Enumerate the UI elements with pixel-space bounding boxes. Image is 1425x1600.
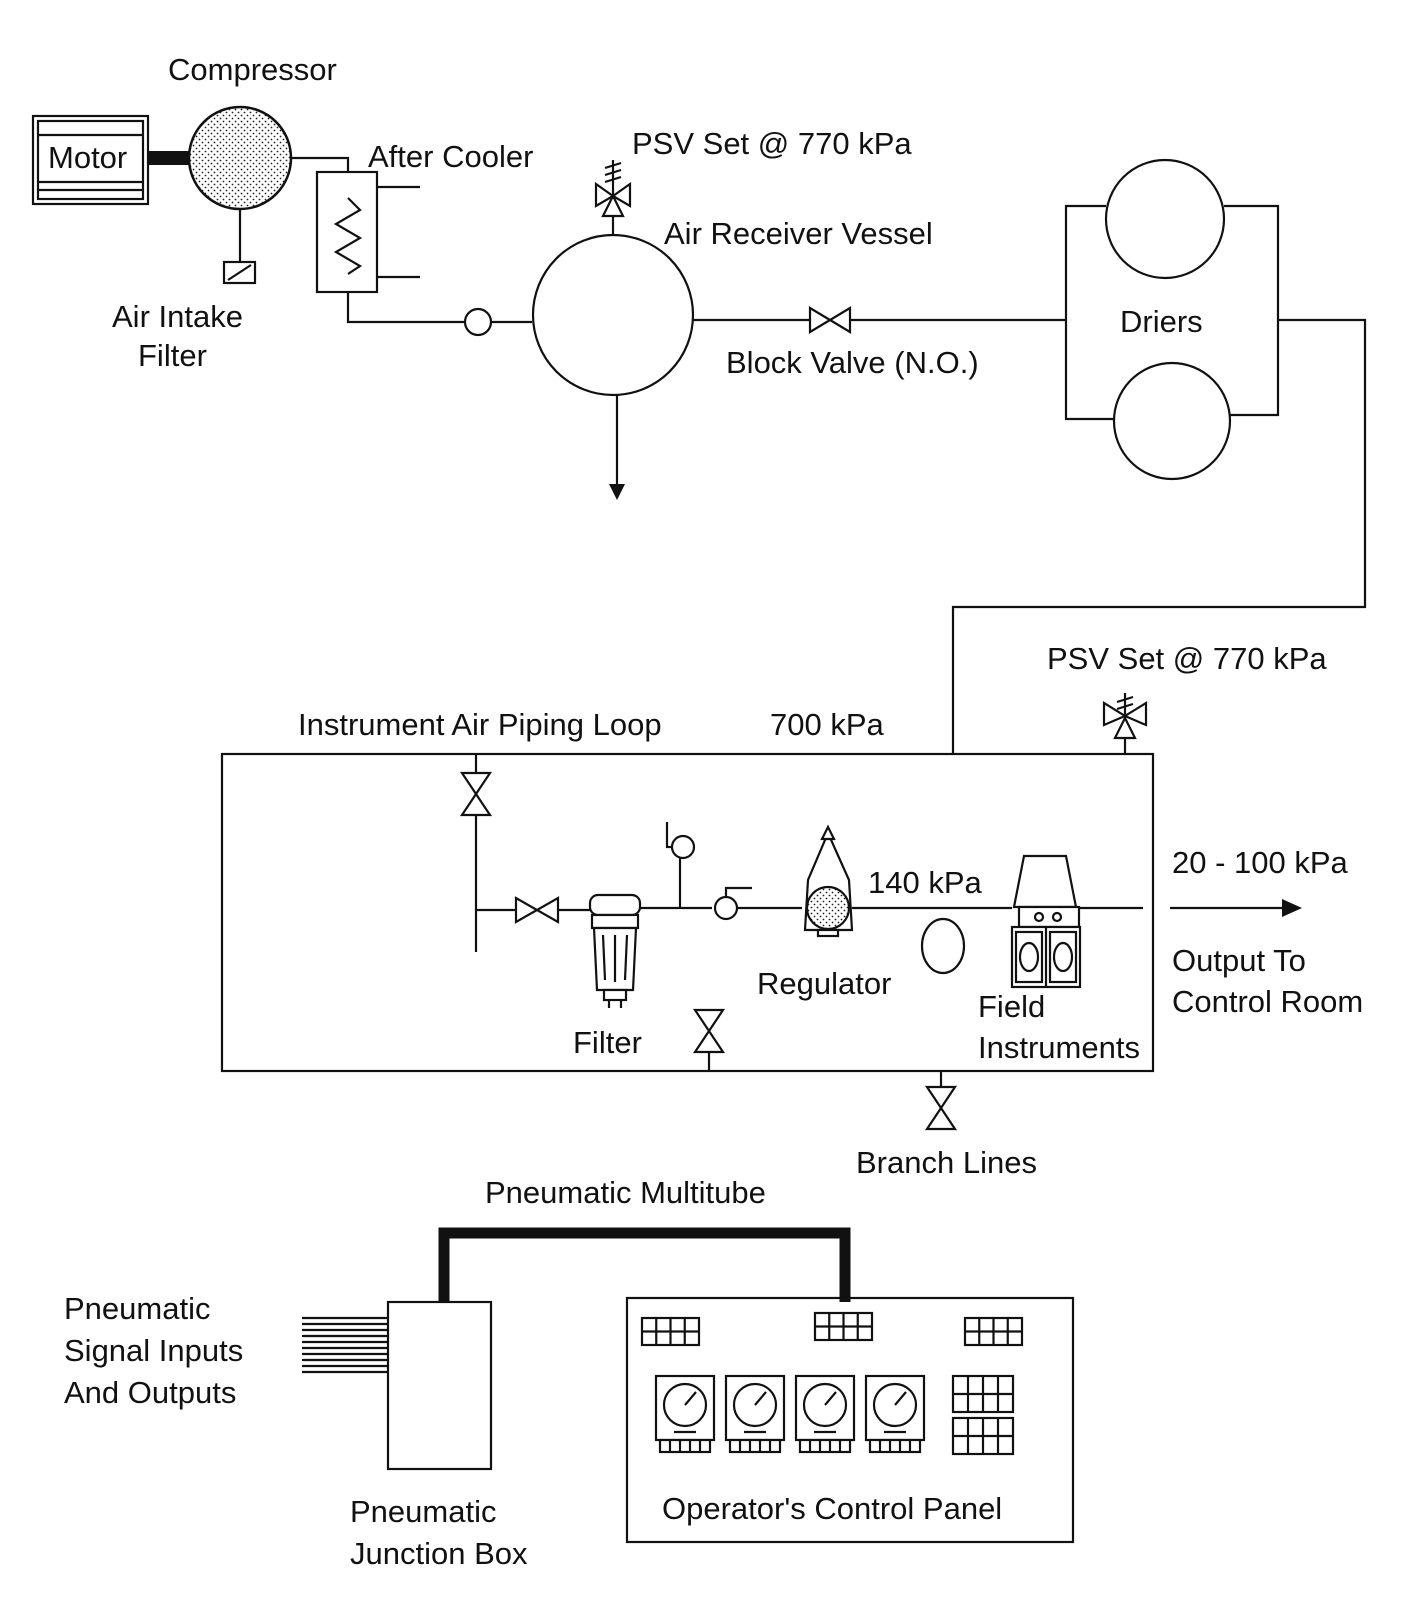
air-intake-label-line-2: Filter (138, 338, 207, 373)
psv-loop-label: PSV Set @ 770 kPa (1047, 641, 1327, 676)
block-valve-label: Block Valve (N.O.) (726, 345, 979, 380)
filter-label: Filter (573, 1025, 642, 1060)
annunciator-grid (813, 1311, 874, 1342)
air-intake-filter (222, 260, 257, 285)
field-instruments-label-line-1: Field (978, 989, 1045, 1024)
signal-input-lines (302, 1316, 388, 1374)
signal-io-label-line-2: Signal Inputs (64, 1333, 243, 1368)
loop-pressure-label: 700 kPa (770, 707, 885, 742)
block-valve (808, 306, 852, 334)
panel-switch-bank (951, 1374, 1015, 1456)
loop-drain-valve (692, 1008, 726, 1071)
panel-annunciators (640, 1311, 1024, 1347)
field-instruments-label-line-2: Instruments (978, 1030, 1140, 1065)
signal-io-label-line-1: Pneumatic (64, 1291, 210, 1326)
loop-isolation-valve (459, 754, 493, 952)
check-valve (463, 307, 493, 337)
motor: Motor (31, 114, 150, 206)
regulator-label: Regulator (757, 966, 891, 1001)
regulator (803, 824, 854, 938)
operators-control-panel (625, 1296, 1075, 1544)
junction-box-label-line-1: Pneumatic (350, 1494, 496, 1529)
branch-lines-label: Branch Lines (856, 1145, 1037, 1180)
compressor (187, 105, 293, 211)
panel-recorder (724, 1374, 786, 1454)
volume-chamber (920, 917, 966, 975)
receiver-drain (609, 395, 625, 500)
panel-recorder (794, 1374, 856, 1454)
filter-inlet-valve (514, 896, 560, 924)
psv-top-label: PSV Set @ 770 kPa (632, 126, 912, 161)
pneumatic-multitube (438, 1227, 851, 1302)
control-panel-label: Operator's Control Panel (662, 1491, 1002, 1526)
filter (588, 893, 642, 1008)
piping-loop-label: Instrument Air Piping Loop (298, 707, 662, 742)
air-receiver-label: Air Receiver Vessel (664, 216, 933, 251)
annunciator-grid (963, 1316, 1024, 1347)
after-cooler-label: After Cooler (368, 139, 533, 174)
after-cooler (315, 170, 420, 294)
psv-loop (1102, 693, 1148, 754)
pressure-gauge-tap (665, 822, 696, 908)
annunciator-grid (640, 1316, 701, 1347)
panel-recorder (864, 1374, 926, 1454)
output-pressure-label: 20 - 100 kPa (1172, 845, 1349, 880)
output-label-line-2: Control Room (1172, 984, 1363, 1019)
air-intake-label-line-1: Air Intake (112, 299, 243, 334)
panel-recorders (654, 1374, 926, 1454)
pneumatic-junction-box (386, 1300, 493, 1471)
compressor-label: Compressor (168, 52, 337, 87)
dry-air-line (951, 318, 1367, 754)
junction-box-label-line-2: Junction Box (350, 1536, 528, 1571)
regulated-pressure-label: 140 kPa (868, 865, 983, 900)
panel-recorder (654, 1374, 716, 1454)
instrument-air-piping-loop (220, 752, 1155, 1073)
needle-valve (713, 886, 752, 921)
psv-receiver (594, 160, 632, 235)
field-instruments (1010, 854, 1082, 989)
driers-label: Driers (1120, 304, 1203, 339)
driers (1064, 158, 1280, 481)
branch-line-valve (924, 1071, 958, 1131)
motor-shaft (148, 151, 196, 165)
multitube-label: Pneumatic Multitube (485, 1175, 766, 1210)
motor-label: Motor (48, 140, 127, 175)
signal-io-label-line-3: And Outputs (64, 1375, 236, 1410)
output-arrow (1170, 899, 1302, 917)
output-label-line-1: Output To (1172, 943, 1306, 978)
air-receiver-vessel (531, 233, 695, 397)
